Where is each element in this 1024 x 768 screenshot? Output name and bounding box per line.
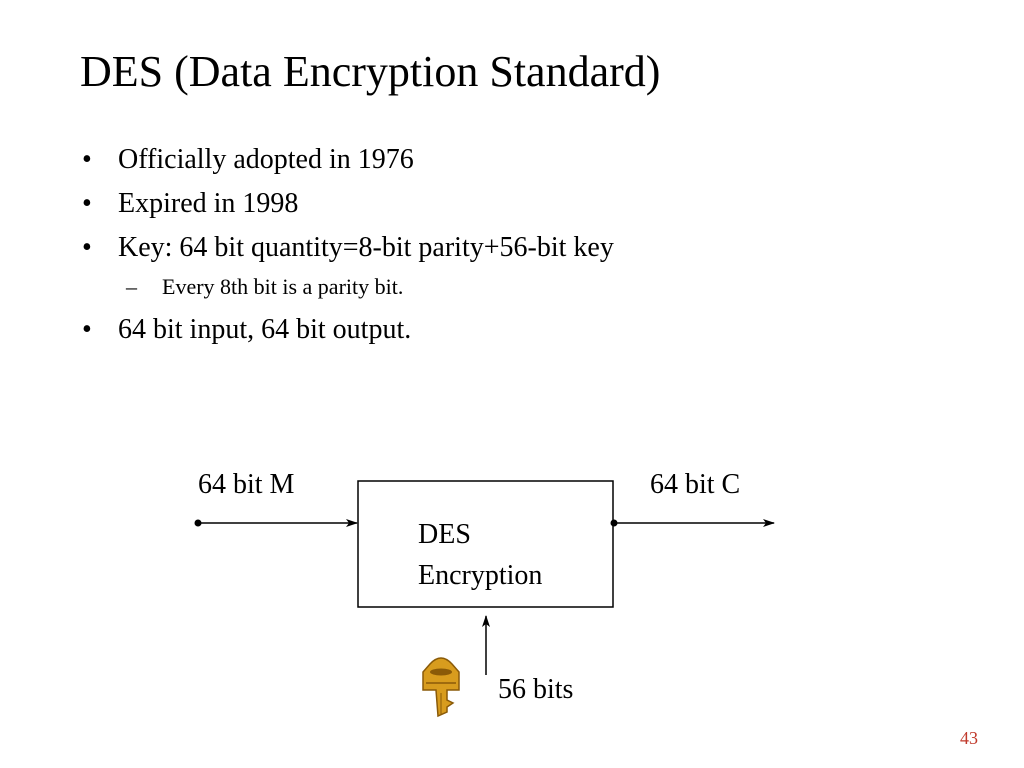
output-label: 64 bit C (650, 469, 740, 500)
input-label: 64 bit M (198, 469, 295, 500)
sub-bullet-marker: – (126, 274, 137, 299)
bullet-item: • 64 bit input, 64 bit output. (82, 310, 962, 354)
bullet-text: 64 bit input, 64 bit output. (118, 314, 412, 345)
key-label: 56 bits (498, 674, 573, 705)
des-box-label-line1: DES (418, 519, 471, 550)
bullet-list: • Officially adopted in 1976 • Expired i… (82, 140, 962, 354)
des-box-label-line2: Encryption (418, 560, 542, 591)
bullet-text: Expired in 1998 (118, 188, 299, 219)
bullet-marker: • (82, 314, 92, 345)
sub-bullet-item: – Every 8th bit is a parity bit. (82, 272, 962, 310)
bullet-item: • Expired in 1998 (82, 184, 962, 228)
bullet-marker: • (82, 232, 92, 263)
page-number: 43 (960, 728, 978, 748)
bullet-item: • Key: 64 bit quantity=8-bit parity+56-b… (82, 228, 962, 272)
bullet-item: • Officially adopted in 1976 (82, 140, 962, 184)
bullet-text: Officially adopted in 1976 (118, 144, 414, 175)
sub-bullet-text: Every 8th bit is a parity bit. (162, 274, 404, 299)
bullet-marker: • (82, 188, 92, 219)
bullet-marker: • (82, 144, 92, 175)
bullet-text: Key: 64 bit quantity=8-bit parity+56-bit… (118, 232, 614, 263)
key-icon (422, 657, 460, 718)
des-box (357, 480, 614, 608)
slide-title: DES (Data Encryption Standard) (80, 47, 661, 96)
